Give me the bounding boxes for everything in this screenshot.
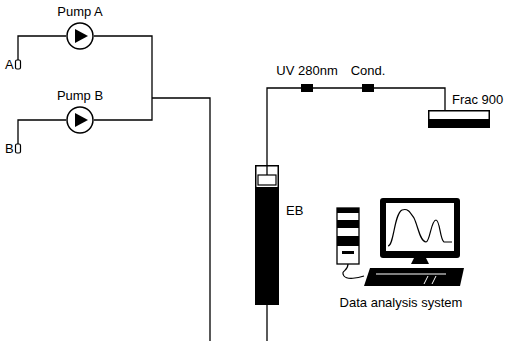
uv-detector: UV 280nm <box>301 84 313 92</box>
collector-body <box>429 111 490 128</box>
adapter-tube <box>266 165 267 175</box>
pump-outline <box>66 22 94 50</box>
pc-band <box>337 208 359 213</box>
keyboard-keys <box>424 276 428 284</box>
keyboard <box>364 268 464 286</box>
flow-tubing <box>313 87 362 88</box>
collector-rack <box>429 119 490 127</box>
component-label: Data analysis system <box>340 295 463 310</box>
pc-cable <box>343 264 364 278</box>
pump-symbol: Pump A <box>66 22 94 50</box>
pc-tower <box>337 208 359 264</box>
column-symbol: EB <box>255 165 279 305</box>
column-packing <box>256 187 279 304</box>
keyboard-keys <box>376 274 446 275</box>
pump-outlet-line <box>94 36 152 120</box>
pc-band <box>337 220 359 228</box>
monitor-stand <box>411 258 429 264</box>
reservoir-label: B <box>5 141 14 156</box>
computer-symbol: Data analysis system <box>336 196 466 288</box>
component-label: Frac 900 <box>452 92 503 107</box>
flow-tubing <box>374 88 445 110</box>
pump-circle <box>67 23 93 49</box>
pump-outline <box>66 106 94 134</box>
column-body <box>256 166 279 305</box>
component-label: Cond. <box>351 63 386 78</box>
pump-arrow <box>75 29 88 43</box>
computer-outline <box>336 196 466 288</box>
component-label: Pump A <box>57 4 103 19</box>
inlet-filter <box>16 144 21 153</box>
block-outline <box>362 84 374 92</box>
pump-arrow <box>75 113 88 127</box>
pump-symbol: Pump B <box>66 106 94 134</box>
column-outlet-line <box>266 305 267 341</box>
inlet-filter <box>16 60 21 69</box>
monitor-frame <box>380 198 460 258</box>
pump-circle <box>67 107 93 133</box>
reservoir-label: A <box>5 57 14 72</box>
component-label: Pump B <box>57 88 103 103</box>
conductivity-cell: Cond. <box>362 84 374 92</box>
column-adapter <box>258 175 276 185</box>
flow-tubing <box>267 88 301 165</box>
pc-drive <box>342 251 354 254</box>
chromatogram-trace <box>388 209 452 246</box>
inlet-line <box>18 36 66 60</box>
component-label: UV 280nm <box>276 63 337 78</box>
mixer-line <box>152 98 210 341</box>
flow-cell <box>362 84 374 92</box>
flow-cell <box>301 84 313 92</box>
inlet-line <box>18 120 66 144</box>
block-outline <box>301 84 313 92</box>
keyboard-keys <box>432 276 436 284</box>
column-outline <box>255 165 279 305</box>
fraction-collector: Frac 900 <box>428 110 490 128</box>
monitor-screen <box>386 203 454 251</box>
component-label: EB <box>286 203 303 218</box>
frac-outline <box>428 110 490 128</box>
pc-band <box>337 236 359 246</box>
